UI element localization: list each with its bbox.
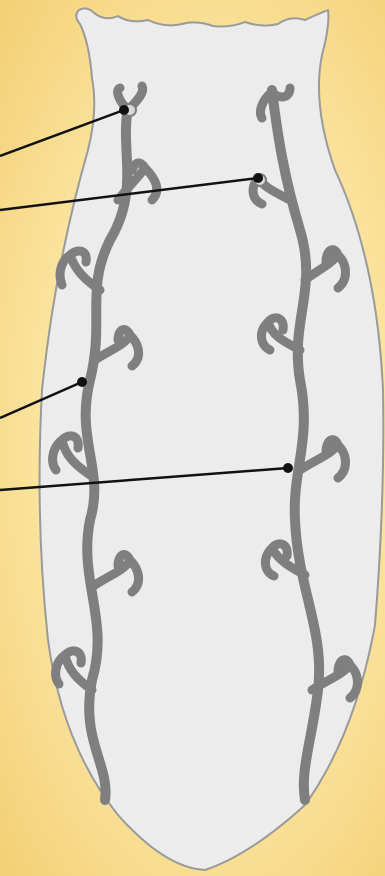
pointer-dot-1 — [119, 105, 129, 115]
pointer-dot-2 — [253, 173, 263, 183]
pointer-dot-4 — [283, 463, 293, 473]
pointer-dot-3 — [77, 377, 87, 387]
